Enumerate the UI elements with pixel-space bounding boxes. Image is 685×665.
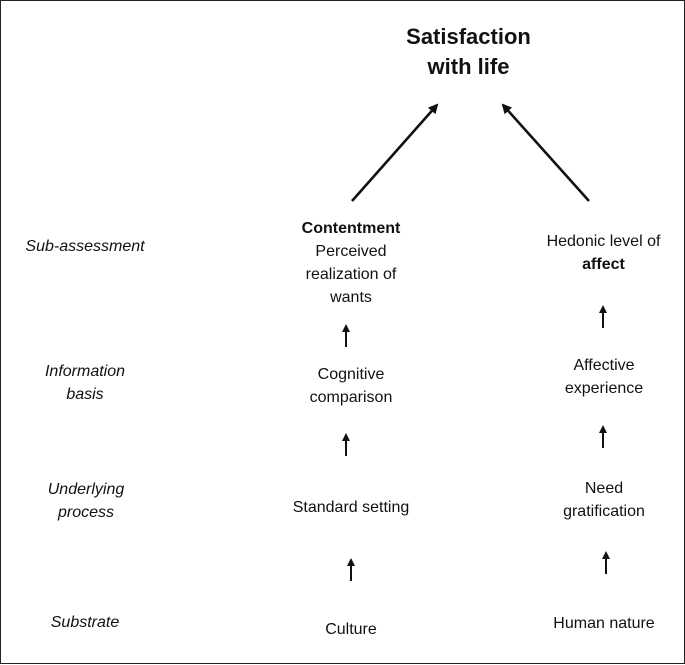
human-nature-node: Human nature <box>553 615 655 632</box>
need-gratification-line-2: gratification <box>563 503 645 520</box>
diagonal-arrow-contentment-to-satisfaction <box>351 103 439 202</box>
need-gratification-line-1: Need <box>584 480 624 497</box>
contentment-line-3: wants <box>330 289 372 306</box>
need-gratification-node: Need gratification <box>514 477 685 523</box>
row-label-underlying-process: Underlying process <box>1 478 171 524</box>
hedonic-level-line-1: Hedonic level of <box>546 233 661 250</box>
cognitive-comparison-line-1: Cognitive <box>317 366 385 383</box>
row-label-underlying-process-line-1: Underlying <box>47 481 125 498</box>
contentment-line-2: realization of <box>305 266 397 283</box>
row-label-information-basis-line-1: Information <box>44 363 126 380</box>
culture-node: Culture <box>325 621 377 638</box>
hedonic-level-affect: affect <box>582 256 625 273</box>
hedonic-level-node: Hedonic level of affect <box>506 230 685 276</box>
standard-setting-node: Standard setting <box>292 499 410 516</box>
cognitive-comparison-node: Cognitive comparison <box>261 363 441 409</box>
row-label-underlying-process-line-2: process <box>57 504 115 521</box>
contentment-node: Contentment Perceived realization of wan… <box>261 217 441 309</box>
contentment-heading: Contentment <box>301 220 401 237</box>
contentment-line-1: Perceived <box>315 243 387 260</box>
affective-experience-node: Affective experience <box>514 354 685 400</box>
row-label-sub-assessment: Sub-assessment <box>25 238 145 255</box>
title-line-1: Satisfaction <box>406 24 531 49</box>
row-label-information-basis-line-2: basis <box>66 386 104 403</box>
affective-experience-line-1: Affective <box>573 357 635 374</box>
diagonal-arrow-affect-to-satisfaction <box>501 103 590 202</box>
cognitive-comparison-line-2: comparison <box>309 389 393 406</box>
title-line-2: with life <box>427 54 510 79</box>
row-label-information-basis: Information basis <box>1 360 169 406</box>
row-label-substrate: Substrate <box>50 614 120 631</box>
affective-experience-line-2: experience <box>564 380 644 397</box>
diagram-title: Satisfaction with life <box>361 22 576 82</box>
